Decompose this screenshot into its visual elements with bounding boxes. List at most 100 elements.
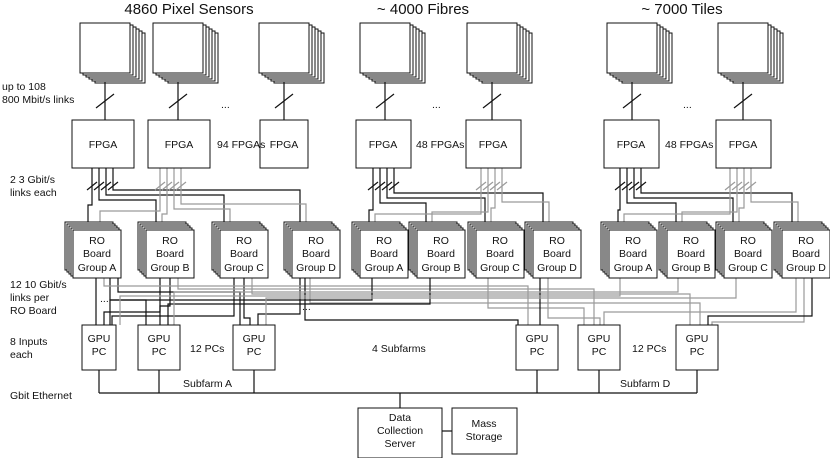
fpga-pixel-3: FPGA <box>259 119 309 169</box>
sensor-stack-fibre-1 <box>359 22 426 84</box>
server-line2: Collection <box>377 425 423 437</box>
links-note-line1: up to 108 <box>2 81 46 93</box>
board-label: Board <box>302 248 330 260</box>
fpga-pixel-2: FPGA <box>147 119 211 169</box>
board-label: Board <box>427 248 455 260</box>
group-label: Group D <box>537 262 577 274</box>
sensor-stack-tile-2 <box>717 22 784 84</box>
pc-label: PC <box>152 346 167 358</box>
ro-label: RO <box>683 235 699 247</box>
fpga-label: FPGA <box>89 139 118 151</box>
inputs-note-line1: 8 Inputs <box>10 336 47 348</box>
sensor-stack-pixel-2 <box>152 22 219 84</box>
group-label: Group C <box>480 262 520 274</box>
ethernet-note: Gbit Ethernet <box>10 390 72 402</box>
pc-label: PC <box>592 346 607 358</box>
sensor-to-fpga-links <box>95 82 753 120</box>
gbit-note-line1: 2 3 Gbit/s <box>10 174 55 186</box>
fpga-count-fibres: 48 FPGAs <box>416 139 464 151</box>
ro-note-line1: 12 10 Gbit/s <box>10 279 67 291</box>
storage-line1: Mass <box>471 418 496 430</box>
ro-label: RO <box>89 235 105 247</box>
gpu-pc-6: GPU PC <box>675 324 719 371</box>
fpga-count-pixel: 94 FPGAs <box>217 139 265 151</box>
ro-label: RO <box>625 235 641 247</box>
gpu-pc-5: GPU PC <box>577 324 621 371</box>
pcs-right-label: 12 PCs <box>632 343 666 355</box>
group-label: Group A <box>365 262 404 274</box>
fpga-label: FPGA <box>165 139 194 151</box>
gbit-note-line2: links each <box>10 187 57 199</box>
ellipsis-fibres: ... <box>432 99 441 111</box>
gpu-pc-2: GPU PC <box>137 324 181 371</box>
gpu-pc-4: GPU PC <box>515 324 559 371</box>
ellipsis-tiles: ... <box>683 99 692 111</box>
pixel-sensors-header: 4860 Pixel Sensors <box>124 1 253 18</box>
group-label: Group B <box>671 262 710 274</box>
gpu-label: GPU <box>88 333 111 345</box>
mass-storage: Mass Storage <box>451 407 518 455</box>
group-label: Group B <box>150 262 189 274</box>
ro-note-line3: RO Board <box>10 305 57 317</box>
ro-note-line2: links per <box>10 292 50 304</box>
group-label: Group A <box>614 262 653 274</box>
ro-label: RO <box>162 235 178 247</box>
gpu-label: GPU <box>526 333 549 345</box>
board-label: Board <box>543 248 571 260</box>
fpga-tile-2: FPGA <box>715 119 772 169</box>
ro-label: RO <box>798 235 814 247</box>
pcs-left-label: 12 PCs <box>190 343 224 355</box>
server-line3: Server <box>385 438 416 450</box>
fibres-header: ~ 4000 Fibres <box>377 1 469 18</box>
pc-label: PC <box>690 346 705 358</box>
fpga-tile-1: FPGA <box>603 119 660 169</box>
inputs-note-line2: each <box>10 349 33 361</box>
fpga-label: FPGA <box>617 139 646 151</box>
fpga-to-ro-cables <box>87 168 799 228</box>
board-label: Board <box>230 248 258 260</box>
sensor-stacks <box>79 22 784 84</box>
board-label: Board <box>370 248 398 260</box>
links-note-line2: 800 Mbit/s links <box>2 94 74 106</box>
ellipsis-pixel-sensors: ... <box>221 99 230 111</box>
board-label: Board <box>83 248 111 260</box>
pc-label: PC <box>530 346 545 358</box>
data-collection-server: Data Collection Server <box>357 407 443 458</box>
ro-label: RO <box>492 235 508 247</box>
ro-to-gpu-cables <box>95 278 813 325</box>
server-line1: Data <box>389 412 411 424</box>
ro-label: RO <box>308 235 324 247</box>
board-label: Board <box>792 248 820 260</box>
ellipsis-ro-mid: ... <box>302 301 311 313</box>
sensor-stack-pixel-3 <box>258 22 325 84</box>
group-label: Group D <box>296 262 336 274</box>
group-label: Group D <box>786 262 826 274</box>
board-label: Board <box>677 248 705 260</box>
fpga-label: FPGA <box>369 139 398 151</box>
gpu-label: GPU <box>588 333 611 345</box>
gpu-label: GPU <box>243 333 266 345</box>
subfarm-d-label: Subfarm D <box>620 378 671 390</box>
sensor-stack-pixel-1 <box>79 22 146 84</box>
ro-label: RO <box>549 235 565 247</box>
fpga-count-tiles: 48 FPGAs <box>665 139 713 151</box>
gpu-label: GPU <box>686 333 709 345</box>
gpu-label: GPU <box>148 333 171 345</box>
sensor-stack-fibre-2 <box>466 22 533 84</box>
ro-label: RO <box>740 235 756 247</box>
storage-line2: Storage <box>466 431 503 443</box>
board-label: Board <box>486 248 514 260</box>
subfarm-a-label: Subfarm A <box>183 378 232 390</box>
fpga-fibre-1: FPGA <box>355 119 412 169</box>
fpga-output-slashes <box>86 181 757 191</box>
ro-label: RO <box>433 235 449 247</box>
ellipsis-ro-left: ... <box>100 293 109 305</box>
